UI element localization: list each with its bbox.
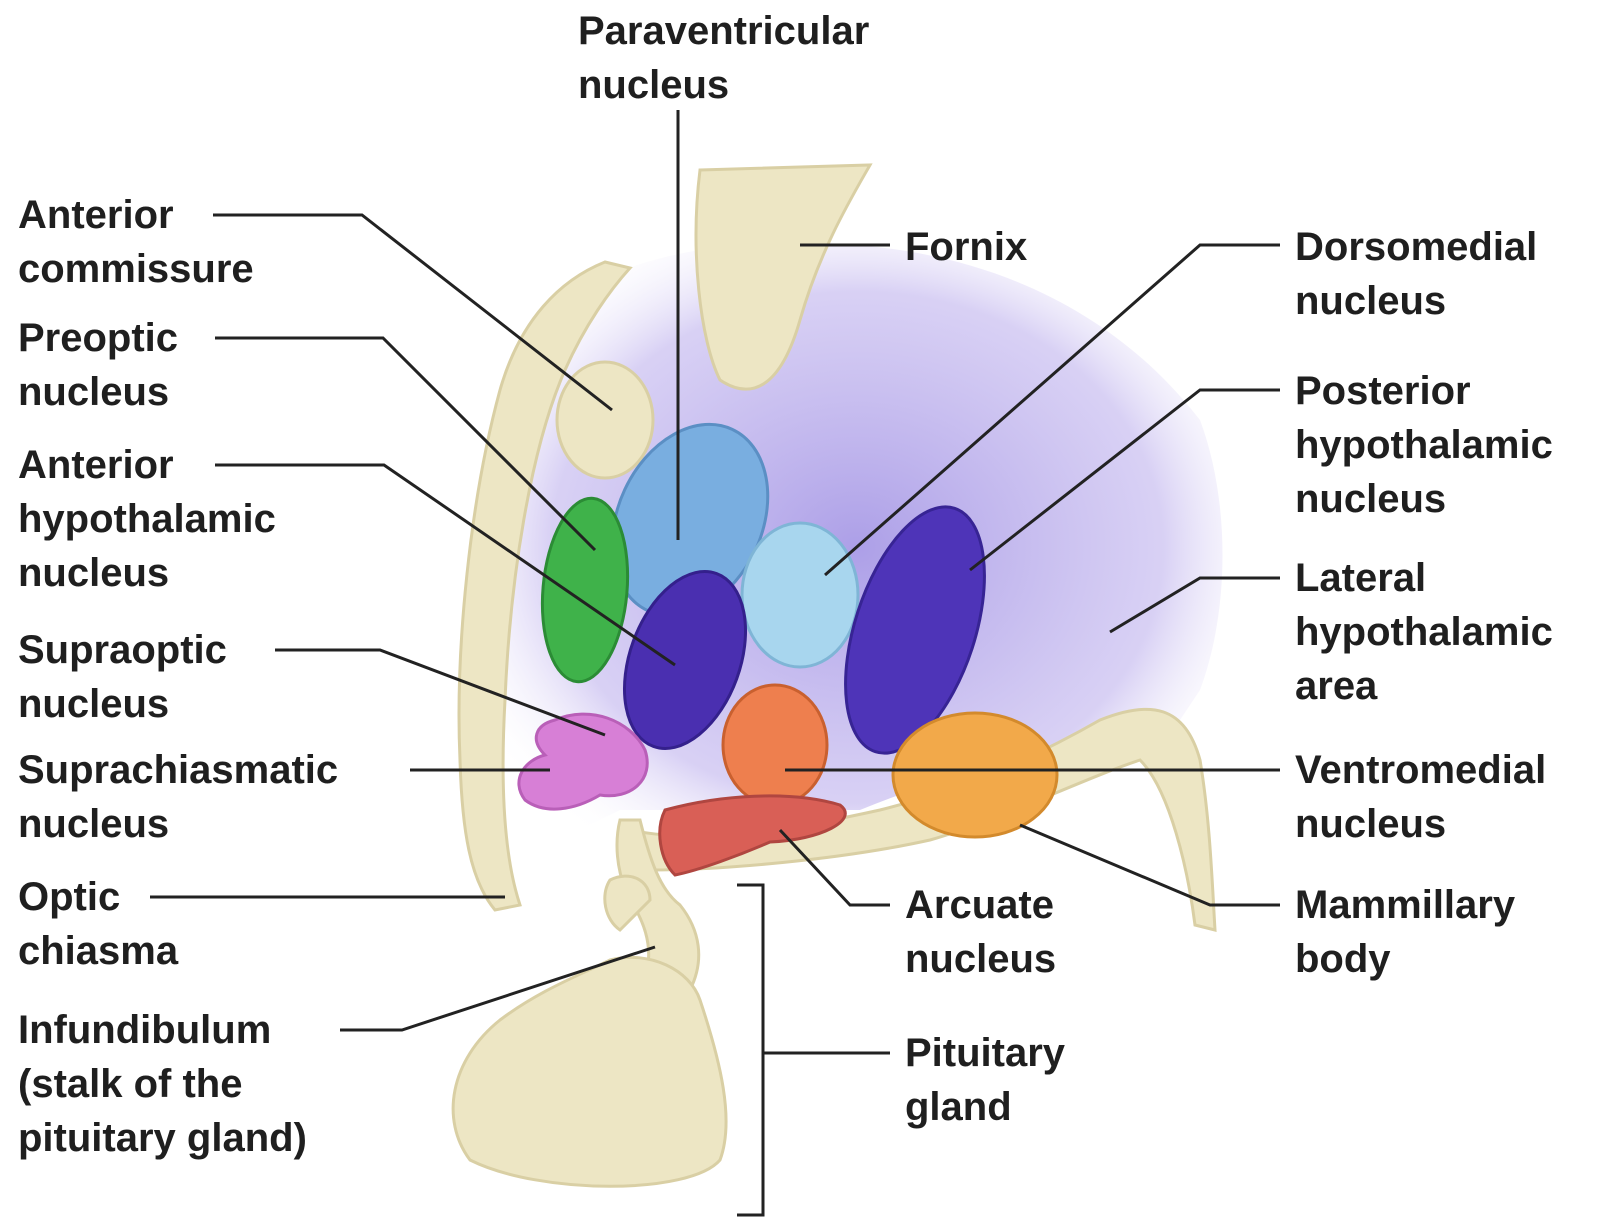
- label-preoptic-nucleus: Preoptic nucleus: [18, 311, 178, 419]
- label-line: commissure: [18, 242, 254, 296]
- label-line: Preoptic: [18, 311, 178, 365]
- label-line: hypothalamic: [1295, 605, 1553, 659]
- label-arcuate-nucleus: Arcuate nucleus: [905, 878, 1056, 986]
- label-line: Fornix: [905, 220, 1027, 274]
- label-line: (stalk of the: [18, 1057, 307, 1111]
- pituitary-bracket: [737, 885, 763, 1215]
- label-line: gland: [905, 1080, 1065, 1134]
- label-line: nucleus: [18, 797, 338, 851]
- ventromedial-nucleus: [723, 685, 827, 805]
- label-line: hypothalamic: [1295, 418, 1553, 472]
- label-line: Posterior: [1295, 364, 1553, 418]
- label-line: nucleus: [905, 932, 1056, 986]
- label-line: nucleus: [578, 58, 869, 112]
- label-line: Paraventricular: [578, 4, 869, 58]
- label-line: Arcuate: [905, 878, 1056, 932]
- label-mammillary-body: Mammillary body: [1295, 878, 1515, 986]
- label-line: nucleus: [18, 677, 227, 731]
- label-line: Anterior: [18, 438, 276, 492]
- label-line: Lateral: [1295, 551, 1553, 605]
- label-pituitary-gland: Pituitary gland: [905, 1026, 1065, 1134]
- label-infundibulum: Infundibulum (stalk of the pituitary gla…: [18, 1003, 307, 1165]
- label-line: hypothalamic: [18, 492, 276, 546]
- label-line: body: [1295, 932, 1515, 986]
- leader-line-mammillary: [1020, 825, 1280, 905]
- label-line: nucleus: [1295, 797, 1546, 851]
- label-paraventricular-nucleus: Paraventricular nucleus: [578, 4, 869, 112]
- dorsomedial-nucleus: [742, 523, 858, 667]
- label-line: nucleus: [18, 365, 178, 419]
- label-line: nucleus: [1295, 472, 1553, 526]
- label-line: pituitary gland): [18, 1111, 307, 1165]
- label-line: Infundibulum: [18, 1003, 307, 1057]
- mammillary-body: [893, 713, 1057, 837]
- label-line: Ventromedial: [1295, 743, 1546, 797]
- label-lateral-hypothalamic-area: Lateral hypothalamic area: [1295, 551, 1553, 713]
- label-suprachiasmatic-nucleus: Suprachiasmatic nucleus: [18, 743, 338, 851]
- label-line: chiasma: [18, 924, 178, 978]
- label-line: Optic: [18, 870, 178, 924]
- label-line: Pituitary: [905, 1026, 1065, 1080]
- label-optic-chiasma: Optic chiasma: [18, 870, 178, 978]
- label-anterior-hypothalamic-nucleus: Anterior hypothalamic nucleus: [18, 438, 276, 600]
- label-supraoptic-nucleus: Supraoptic nucleus: [18, 623, 227, 731]
- label-line: Mammillary: [1295, 878, 1515, 932]
- label-posterior-hypothalamic-nucleus: Posterior hypothalamic nucleus: [1295, 364, 1553, 526]
- label-line: nucleus: [1295, 274, 1537, 328]
- label-line: Dorsomedial: [1295, 220, 1537, 274]
- label-line: Anterior: [18, 188, 254, 242]
- label-ventromedial-nucleus: Ventromedial nucleus: [1295, 743, 1546, 851]
- label-line: Supraoptic: [18, 623, 227, 677]
- label-line: nucleus: [18, 546, 276, 600]
- label-line: Suprachiasmatic: [18, 743, 338, 797]
- label-fornix: Fornix: [905, 220, 1027, 274]
- label-anterior-commissure: Anterior commissure: [18, 188, 254, 296]
- label-dorsomedial-nucleus: Dorsomedial nucleus: [1295, 220, 1537, 328]
- label-line: area: [1295, 659, 1553, 713]
